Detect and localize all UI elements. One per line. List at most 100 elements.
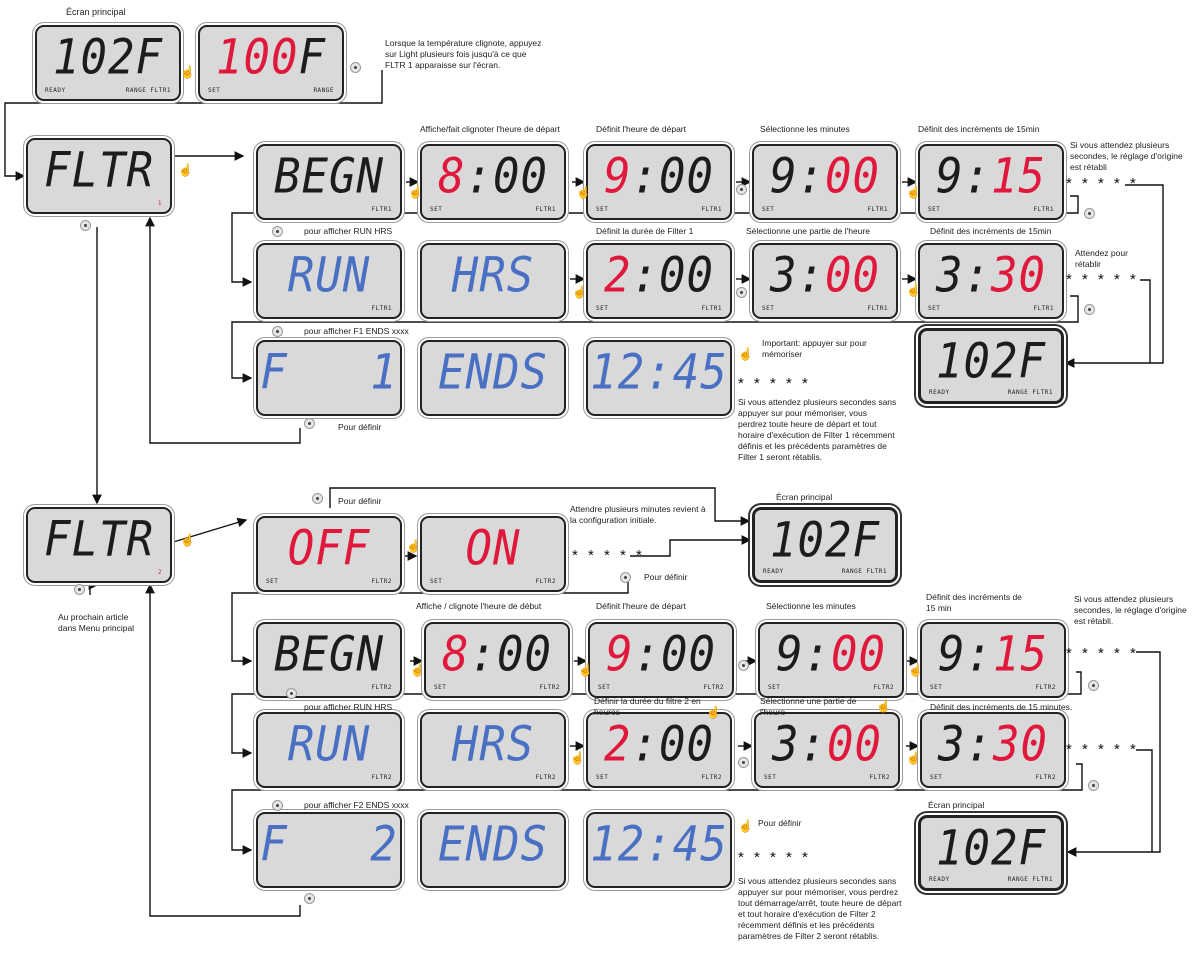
- lcd-status-left: SET: [764, 774, 777, 781]
- hand-press-icon: ☝: [908, 663, 923, 677]
- lcd-digits: 102F: [921, 823, 1061, 876]
- note-r5-pre: pour afficher RUN HRS: [304, 702, 393, 712]
- note-r4-wait: Si vous attendez plusieurs secondes, le …: [1074, 594, 1187, 626]
- lcd-status-right: FLTR1: [371, 305, 392, 312]
- lcd-status-left: READY: [763, 568, 784, 575]
- light-button-icon: [286, 688, 297, 699]
- lcd-digits: F 2: [258, 819, 400, 872]
- lcd-digits: FLTR: [28, 145, 170, 198]
- note-r6-define: Pour définir: [758, 818, 802, 828]
- lcd-digit-group: 9:: [938, 626, 993, 683]
- lcd-status-right: FLTR2: [869, 774, 890, 781]
- lcd-status-right: FLTR2: [1035, 684, 1056, 691]
- lcd-digit-group: BEGN: [274, 148, 384, 205]
- note-r5-h1: Définir la durée du filtre 2 en heures: [594, 696, 701, 717]
- hand-press-icon: ☝: [738, 819, 753, 833]
- light-button-icon: [312, 493, 323, 504]
- hand-press-icon: ☝: [906, 283, 921, 297]
- note-r1-wait: Si vous attendez plusieurs secondes, le …: [1070, 140, 1183, 172]
- note-mid-ecran: Écran principal: [776, 492, 833, 502]
- lcd-digits: FLTR: [28, 514, 170, 567]
- lcd-status-right: FLTR1: [1033, 305, 1054, 312]
- lcd-status-left: SET: [430, 578, 443, 585]
- lcd-digits: HRS: [422, 250, 564, 303]
- lcd-digit-group: 2: [604, 247, 632, 304]
- lcd-digits: 3:00: [756, 719, 898, 772]
- note-next-article: Au prochain article dans Menu principal: [58, 612, 135, 633]
- hand-press-icon: ☝: [406, 539, 421, 553]
- lcd-status-left: SET: [208, 87, 221, 94]
- note-r6-warning: Si vous attendez plusieurs secondes sans…: [738, 876, 902, 941]
- lcd-digits: 2:00: [588, 250, 730, 303]
- light-button-icon: [738, 660, 749, 671]
- lcd-digit-group: RUN: [287, 716, 371, 773]
- lcd-digits: HRS: [422, 719, 564, 772]
- lcd-digit-group: F 1: [260, 344, 398, 401]
- light-button-icon: [272, 800, 283, 811]
- lcd-digit-group: 9:: [776, 626, 831, 683]
- lcd-digits: 12:45: [588, 347, 730, 400]
- lcd-r3-1245: 12:45: [586, 340, 732, 416]
- note-r1-h1: Affiche/fait clignoter l'heure de départ: [420, 124, 560, 134]
- lcd-status-right: FLTR1: [867, 305, 888, 312]
- lcd-status-left: SET: [928, 305, 941, 312]
- light-button-icon: [738, 757, 749, 768]
- light-button-icon: [1084, 304, 1095, 315]
- lcd-status-right: FLTR1: [701, 206, 722, 213]
- stars-r6: * * * * *: [738, 849, 811, 866]
- lcd-status-right: FLTR2: [1035, 774, 1056, 781]
- lcd-digit-group: 00: [831, 626, 886, 683]
- lcd-digit-group: ENDS: [438, 816, 548, 873]
- stars-mid: * * * * *: [572, 547, 645, 564]
- lcd-status-right: FLTR1: [535, 206, 556, 213]
- note-ecran-principal-top: Écran principal: [66, 7, 126, 17]
- lcd-digit-group: :00: [631, 247, 714, 304]
- lcd-digits: BEGN: [258, 151, 400, 204]
- lcd-status-right: RANGE FLTR1: [1007, 876, 1053, 883]
- lcd-digit-group: 15: [991, 148, 1046, 205]
- lcd-digit-group: 3:: [772, 716, 827, 773]
- lcd-status-left: READY: [929, 389, 950, 396]
- lcd-status-right: FLTR2: [535, 578, 556, 585]
- light-button-icon: [620, 572, 631, 583]
- note-r4-h1: Affiche / clignote l'heure de début: [416, 601, 542, 611]
- hand-press-icon: ☝: [570, 751, 585, 765]
- lcd-digit-group: 8: [442, 626, 470, 683]
- hand-press-icon: ☝: [408, 185, 423, 199]
- lcd-digits: BEGN: [258, 629, 400, 682]
- lcd-digit-group: 12:45: [590, 344, 728, 401]
- light-button-icon: [1088, 680, 1099, 691]
- note-r3-define: Pour définir: [338, 422, 382, 432]
- note-r2-wait: Attendez pour rétablir: [1075, 248, 1128, 269]
- stars-r2: * * * * *: [1066, 271, 1139, 288]
- note-r1-h3: Sélectionne les minutes: [760, 124, 850, 134]
- note-r3-important: Important: appuyer sur pour mémoriser: [762, 338, 867, 359]
- lcd-digits: OFF: [258, 523, 400, 576]
- lcd-digit-group: 2: [604, 716, 632, 773]
- lcd-r2-hrs: HRS: [420, 243, 566, 319]
- lcd-digits: 9:00: [760, 629, 902, 682]
- note-r5-h2: Sélectionne une partie de l'heure: [760, 696, 857, 717]
- lcd-digit-group: 12:45: [590, 816, 728, 873]
- note-r2-h2: Sélectionne une partie de l'heure: [746, 226, 871, 236]
- lcd-digit-group: 00: [827, 716, 882, 773]
- lcd-digit-group: 9:: [770, 148, 825, 205]
- lcd-digit-group: 15: [993, 626, 1048, 683]
- lcd-digit-group: HRS: [451, 716, 535, 773]
- lcd-status-right: RANGE: [313, 87, 334, 94]
- lcd-status-right: FLTR2: [873, 684, 894, 691]
- hand-press-icon: ☝: [572, 285, 587, 299]
- light-button-icon: [1084, 208, 1095, 219]
